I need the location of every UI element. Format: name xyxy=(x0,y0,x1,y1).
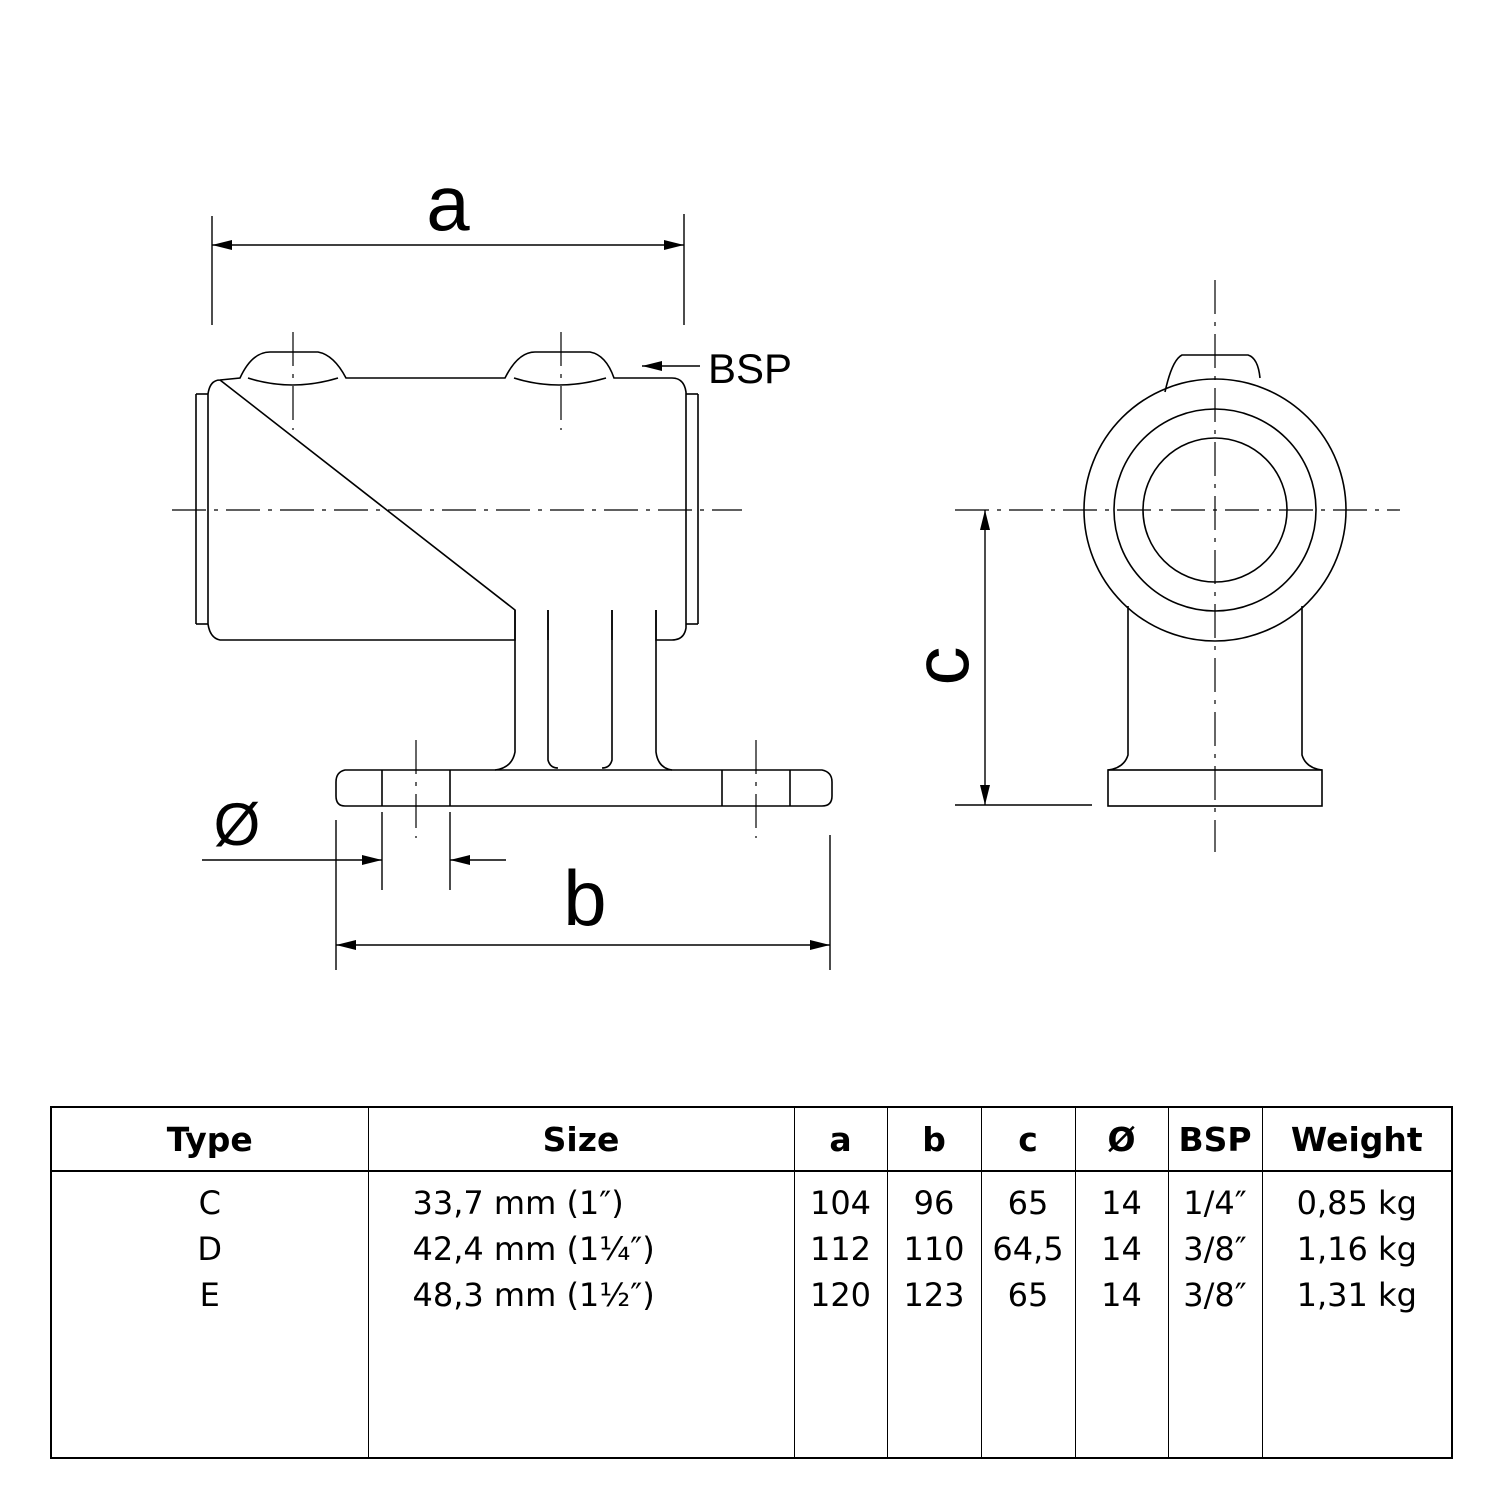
table-row: C 33,7 mm (1″) 104 96 65 14 1/4″ 0,85 kg xyxy=(51,1171,1452,1226)
cell-diameter: 14 xyxy=(1074,1171,1168,1226)
side-view xyxy=(195,351,833,807)
cell-type: D xyxy=(197,1230,223,1268)
bsp-label: BSP xyxy=(708,345,792,392)
table-header-row: Type Size a b c Ø BSP Weight xyxy=(51,1107,1452,1172)
cell-type: C xyxy=(198,1184,221,1222)
cell-weight: 0,85 kg xyxy=(1261,1171,1452,1226)
cell-b: 110 xyxy=(886,1226,981,1272)
cell-c: 65 xyxy=(980,1272,1075,1318)
header-bsp: BSP xyxy=(1167,1107,1262,1172)
spec-table: Type Size a b c Ø BSP Weight C 33,7 mm (… xyxy=(50,1106,1453,1459)
header-c: c xyxy=(980,1107,1075,1172)
side-view-centerlines xyxy=(172,332,757,838)
dimension-diameter xyxy=(202,812,506,890)
header-a: a xyxy=(793,1107,887,1172)
header-size: Size xyxy=(367,1107,794,1172)
base-plate-outline xyxy=(335,769,833,807)
dimension-b-label: b xyxy=(563,854,606,942)
table-spacer-row xyxy=(51,1318,1452,1458)
dimension-c-label: c xyxy=(897,647,985,686)
dimension-diameter-label: Ø xyxy=(214,791,261,858)
cell-size: 48,3 mm (1½″) xyxy=(367,1272,794,1318)
cell-c: 65 xyxy=(980,1171,1075,1226)
cell-diameter: 14 xyxy=(1074,1272,1168,1318)
dimension-c xyxy=(955,510,1092,806)
table-row: D 42,4 mm (1¼″) 112 110 64,5 14 3/8″ 1,1… xyxy=(51,1226,1452,1272)
cell-diameter: 14 xyxy=(1074,1226,1168,1272)
cell-a: 112 xyxy=(793,1226,887,1272)
cell-bsp: 3/8″ xyxy=(1167,1226,1262,1272)
dimension-b xyxy=(335,820,831,970)
dimension-a xyxy=(211,214,685,325)
header-weight: Weight xyxy=(1261,1107,1452,1172)
end-view-centerlines xyxy=(955,280,1400,852)
header-type: Type xyxy=(51,1107,368,1172)
technical-drawing: a BSP Ø b c xyxy=(172,159,1400,970)
header-b: b xyxy=(886,1107,981,1172)
cell-type: E xyxy=(199,1276,220,1314)
cell-bsp: 3/8″ xyxy=(1167,1272,1262,1318)
table-row: E 48,3 mm (1½″) 120 123 65 14 3/8″ 1,31 … xyxy=(51,1272,1452,1318)
cell-b: 123 xyxy=(886,1272,981,1318)
cell-b: 96 xyxy=(886,1171,981,1226)
header-diameter: Ø xyxy=(1074,1107,1168,1172)
pipe-body-outline xyxy=(207,351,687,641)
cell-size: 33,7 mm (1″) xyxy=(367,1171,794,1226)
dimension-a-label: a xyxy=(426,159,470,247)
cell-size: 42,4 mm (1¼″) xyxy=(367,1226,794,1272)
cell-a: 104 xyxy=(793,1171,887,1226)
stem-outline xyxy=(494,610,673,771)
cell-weight: 1,31 kg xyxy=(1261,1272,1452,1318)
cell-c: 64,5 xyxy=(980,1226,1075,1272)
cell-bsp: 1/4″ xyxy=(1167,1171,1262,1226)
cell-weight: 1,16 kg xyxy=(1261,1226,1452,1272)
cell-a: 120 xyxy=(793,1272,887,1318)
